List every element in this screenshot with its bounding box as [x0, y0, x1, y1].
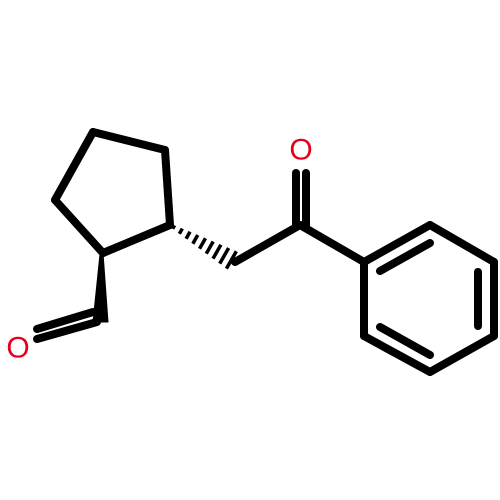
cyclopentane-ring	[51, 128, 174, 257]
aromatic-inner-1	[376, 239, 434, 275]
aldehyde-oxygen-label: O	[6, 332, 29, 365]
hash-line	[224, 250, 238, 270]
hash-line	[218, 247, 231, 265]
aromatic-inner-3	[376, 323, 434, 359]
carbonyl-phenyl-bond	[296, 221, 368, 266]
hash-line	[204, 240, 215, 255]
hash-line	[171, 224, 177, 230]
ketone-oxygen-label: O	[289, 134, 312, 167]
hash-line	[177, 227, 184, 235]
ch2-carbonyl-bond	[231, 221, 304, 266]
ring-bond-3	[99, 221, 174, 257]
ketone-double-bond	[292, 169, 310, 229]
hashed-wedge-bond	[171, 224, 238, 270]
aldehyde-oxygen-mask	[3, 331, 33, 365]
ring-bond-4	[51, 196, 107, 257]
hash-line	[184, 230, 192, 240]
ring-bond-5	[51, 128, 97, 204]
ring-bond-1	[89, 128, 169, 154]
hash-line	[211, 243, 223, 260]
hash-line	[198, 237, 207, 250]
hash-line	[191, 234, 200, 245]
aldehyde-double-bond	[33, 308, 101, 343]
benzene-ring	[360, 221, 498, 376]
ring-bond-2	[161, 146, 174, 229]
ketone-oxygen-mask	[286, 133, 316, 167]
